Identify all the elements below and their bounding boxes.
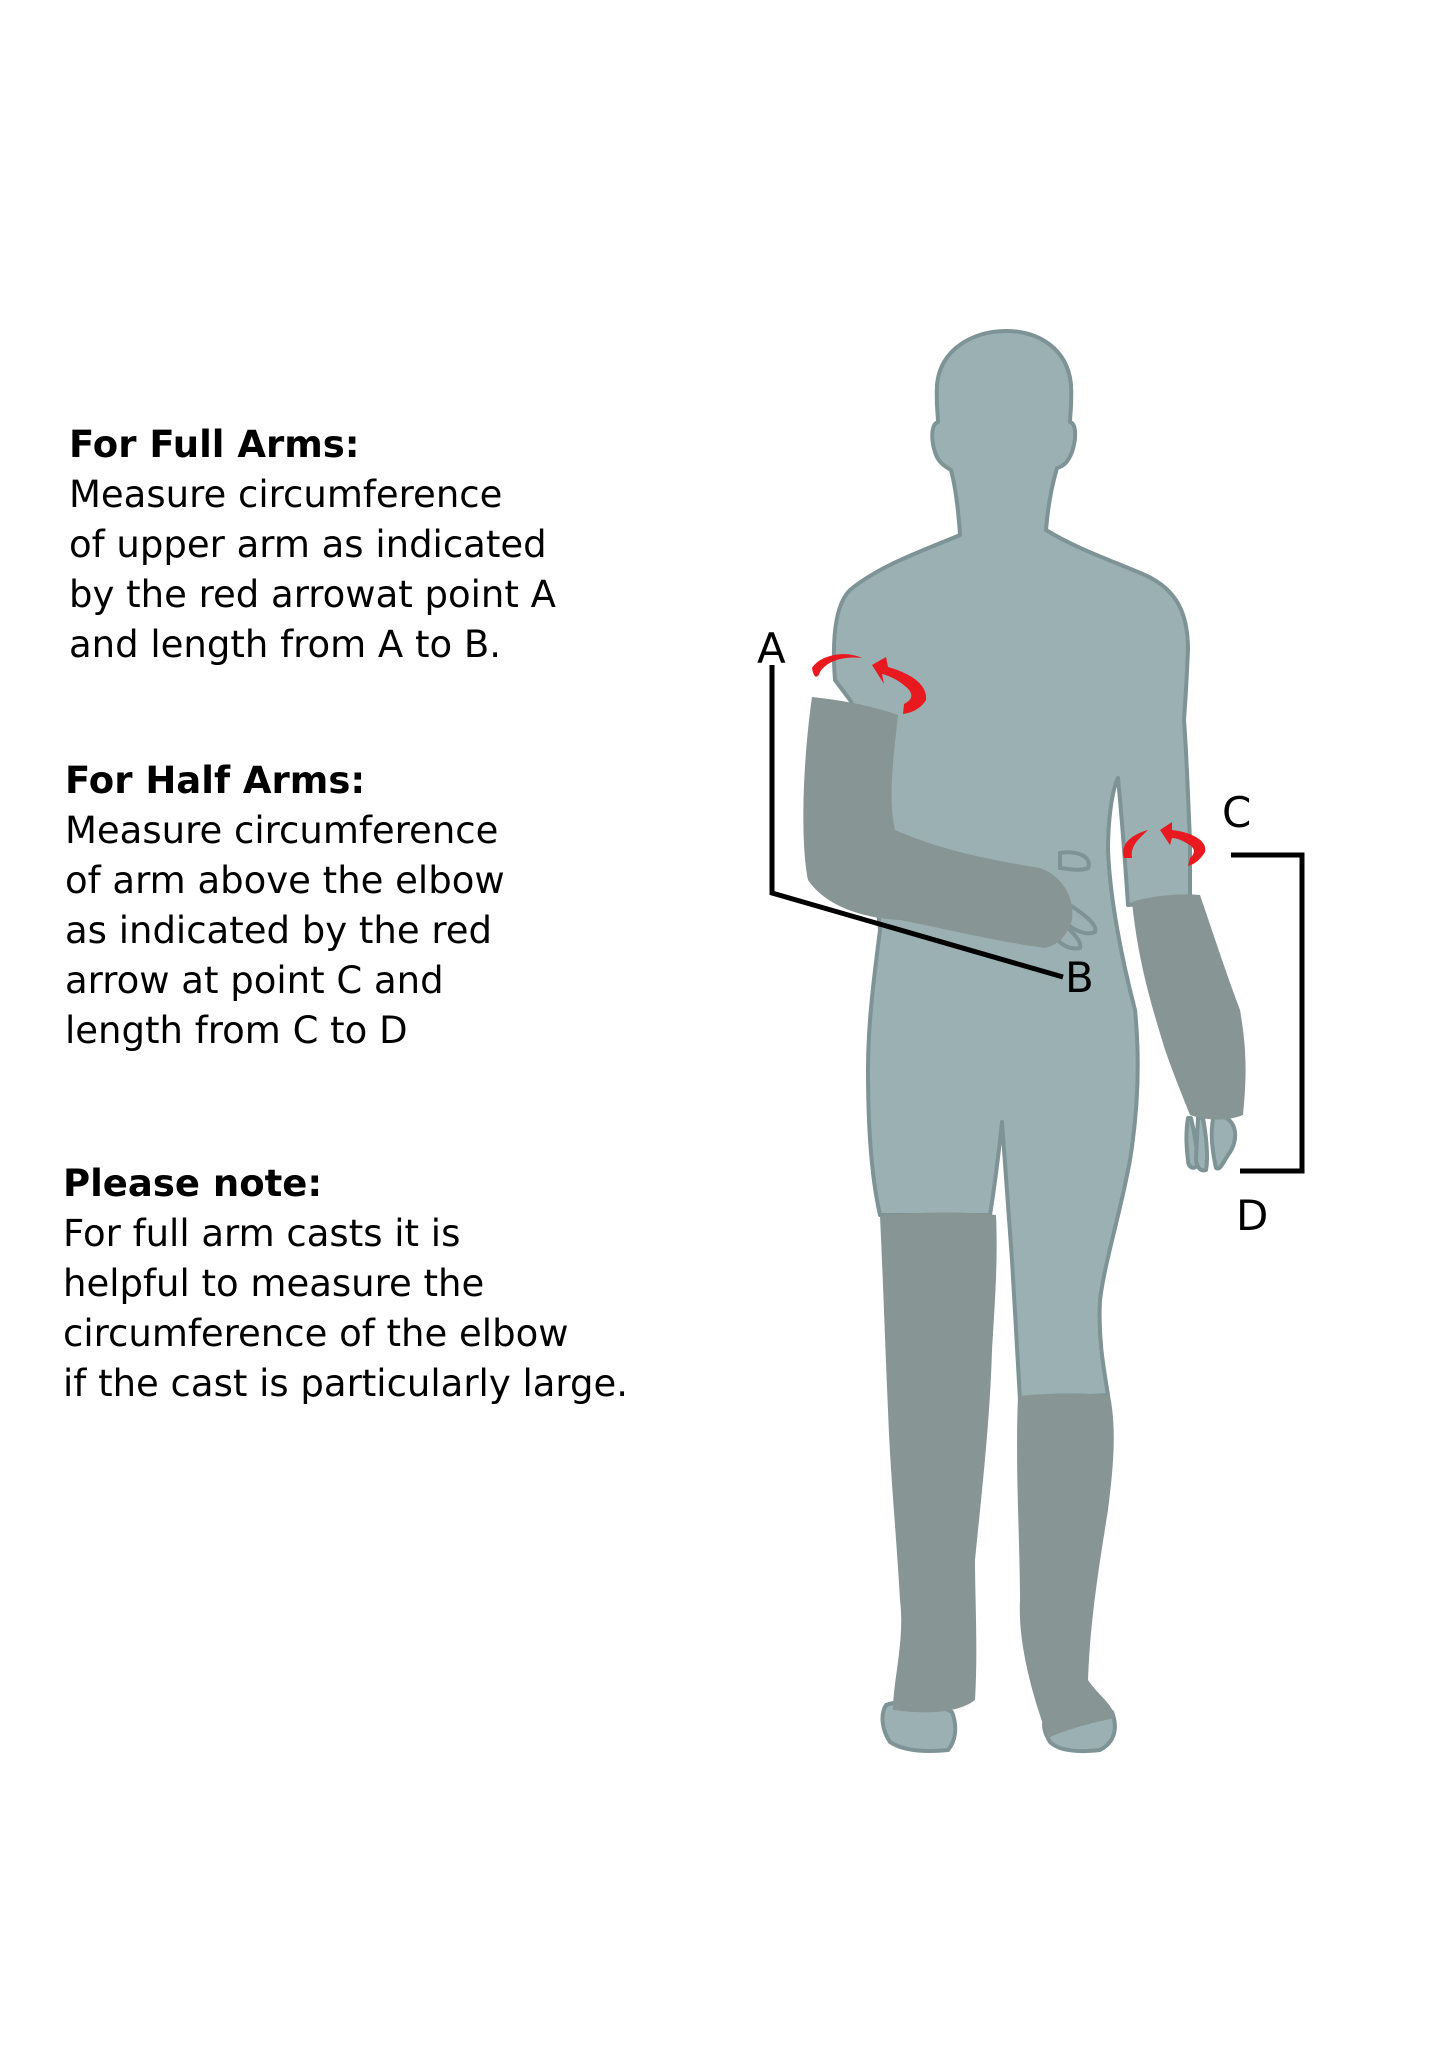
casts	[803, 697, 1246, 1738]
label-a: A	[757, 624, 786, 673]
label-b: B	[1065, 953, 1094, 1002]
instruction-line: Measure circumference	[65, 809, 499, 852]
note-heading: Please note:	[63, 1162, 323, 1205]
instruction-line: Measure circumference	[69, 473, 503, 516]
instruction-line: arrow at point C and	[65, 959, 444, 1002]
measurement-lines	[769, 665, 1305, 1174]
note-instructions: Please note: For full arm casts it is he…	[63, 1159, 628, 1409]
full-arms-instructions: For Full Arms: Measure circumference of …	[69, 420, 556, 670]
line-a-to-b	[769, 665, 1064, 980]
instruction-line: For full arm casts it is	[63, 1212, 461, 1255]
left-leg-cast	[880, 1212, 997, 1713]
instruction-line: if the cast is particularly large.	[63, 1362, 629, 1405]
instruction-line: length from C to D	[65, 1009, 408, 1052]
label-d: D	[1236, 1191, 1268, 1240]
half-arm-cast	[1132, 894, 1246, 1120]
full-arms-heading: For Full Arms:	[69, 423, 360, 466]
bracket-c-to-d	[1231, 852, 1305, 1174]
label-c: C	[1222, 788, 1251, 837]
red-arrow-point-c	[1123, 822, 1206, 866]
instruction-line: of upper arm as indicated	[69, 523, 547, 566]
instruction-line: of arm above the elbow	[65, 859, 505, 902]
right-leg-cast	[1017, 1393, 1115, 1738]
half-arms-instructions: For Half Arms: Measure circumference of …	[65, 756, 505, 1056]
instruction-line: circumference of the elbow	[63, 1312, 569, 1355]
instruction-line: helpful to measure the	[63, 1262, 485, 1305]
instruction-line: as indicated by the red	[65, 909, 493, 952]
half-arms-heading: For Half Arms:	[65, 759, 366, 802]
instruction-line: by the red arrowat point A	[69, 573, 556, 616]
instruction-line: and length from A to B.	[69, 623, 502, 666]
red-arrow-point-a	[812, 654, 927, 714]
full-arm-cast	[803, 697, 1073, 948]
